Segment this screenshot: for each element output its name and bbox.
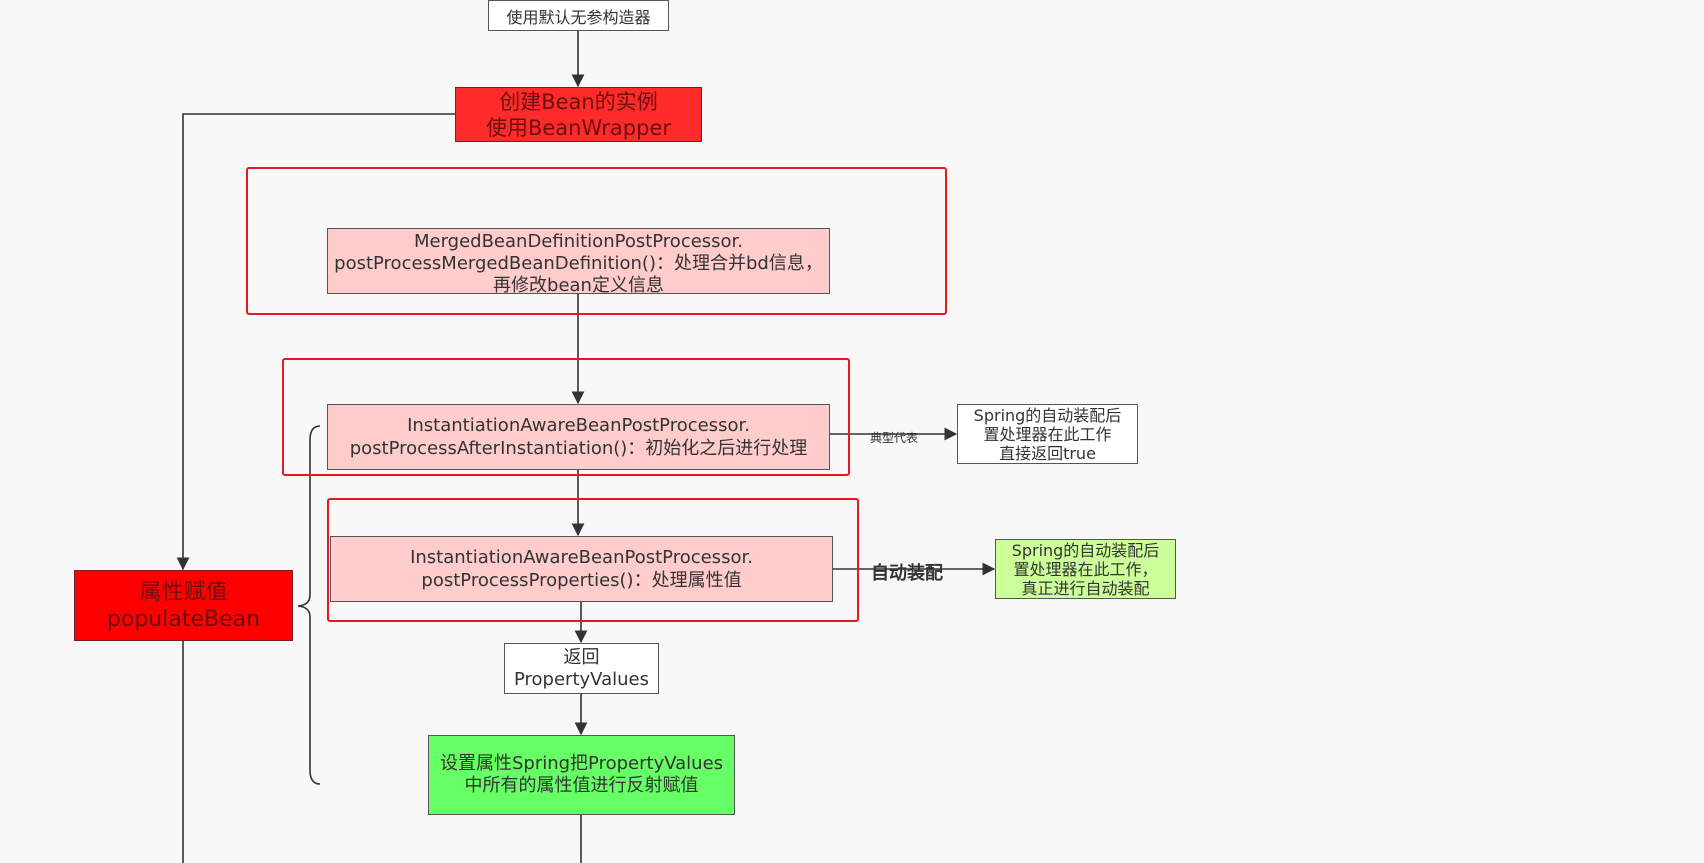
node-line: 直接返回true — [999, 443, 1096, 463]
node-line: postProcessProperties()：处理属性值 — [421, 570, 742, 591]
node-autowire-note-return-true: Spring的自动装配后 置处理器在此工作 直接返回true — [957, 404, 1138, 464]
edge-create-to-populate — [176, 113, 455, 571]
node-line: 创建Bean的实例 — [499, 89, 658, 114]
node-return-property-values: 返回 PropertyValues — [504, 643, 659, 694]
edge-label-typical: 典型代表 — [870, 431, 919, 445]
node-line: 置处理器在此工作 — [983, 424, 1112, 444]
node-line: postProcessAfterInstantiation()：初始化之后进行处… — [349, 438, 808, 459]
node-line: 使用默认无参构造器 — [506, 7, 651, 27]
node-post-process-properties: InstantiationAwareBeanPostProcessor. pos… — [330, 536, 833, 602]
node-post-process-after-instantiation: InstantiationAwareBeanPostProcessor. pos… — [327, 404, 830, 470]
node-line: InstantiationAwareBeanPostProcessor. — [410, 547, 753, 568]
brace — [297, 425, 321, 785]
node-line: 真正进行自动装配 — [1021, 578, 1150, 598]
node-line: postProcessMergedBeanDefinition()：处理合并bd… — [334, 253, 823, 274]
node-line: PropertyValues — [514, 668, 649, 690]
highlight-frame-after-instantiation — [282, 358, 850, 476]
node-line: 再修改bean定义信息 — [493, 275, 664, 294]
edge-label-autowire: 自动装配 — [871, 563, 943, 584]
node-line: 使用BeanWrapper — [485, 115, 672, 140]
node-line: InstantiationAwareBeanPostProcessor. — [407, 415, 750, 436]
node-line: 返回 — [563, 646, 600, 668]
node-line: MergedBeanDefinitionPostProcessor. — [413, 231, 744, 252]
node-line: 置处理器在此工作， — [1013, 559, 1158, 579]
node-line: populateBean — [106, 606, 261, 632]
node-default-constructor: 使用默认无参构造器 — [488, 0, 669, 31]
node-set-properties-reflection: 设置属性Spring把PropertyValues 中所有的属性值进行反射赋值 — [428, 735, 735, 815]
node-line: Spring的自动装配后 — [973, 405, 1122, 425]
node-create-bean-instance: 创建Bean的实例 使用BeanWrapper — [455, 87, 702, 142]
node-merged-bean-definition: MergedBeanDefinitionPostProcessor. postP… — [327, 228, 830, 294]
node-line: Spring的自动装配后 — [1011, 540, 1160, 560]
node-populate-bean: 属性赋值 populateBean — [74, 570, 293, 641]
node-line: 属性赋值 — [139, 579, 228, 605]
node-autowire-performed: Spring的自动装配后 置处理器在此工作， 真正进行自动装配 — [995, 539, 1176, 599]
highlight-frame-properties — [327, 498, 859, 622]
node-line: 设置属性Spring把PropertyValues — [439, 753, 724, 774]
node-line: 中所有的属性值进行反射赋值 — [464, 775, 699, 796]
highlight-frame-merged — [246, 167, 947, 315]
